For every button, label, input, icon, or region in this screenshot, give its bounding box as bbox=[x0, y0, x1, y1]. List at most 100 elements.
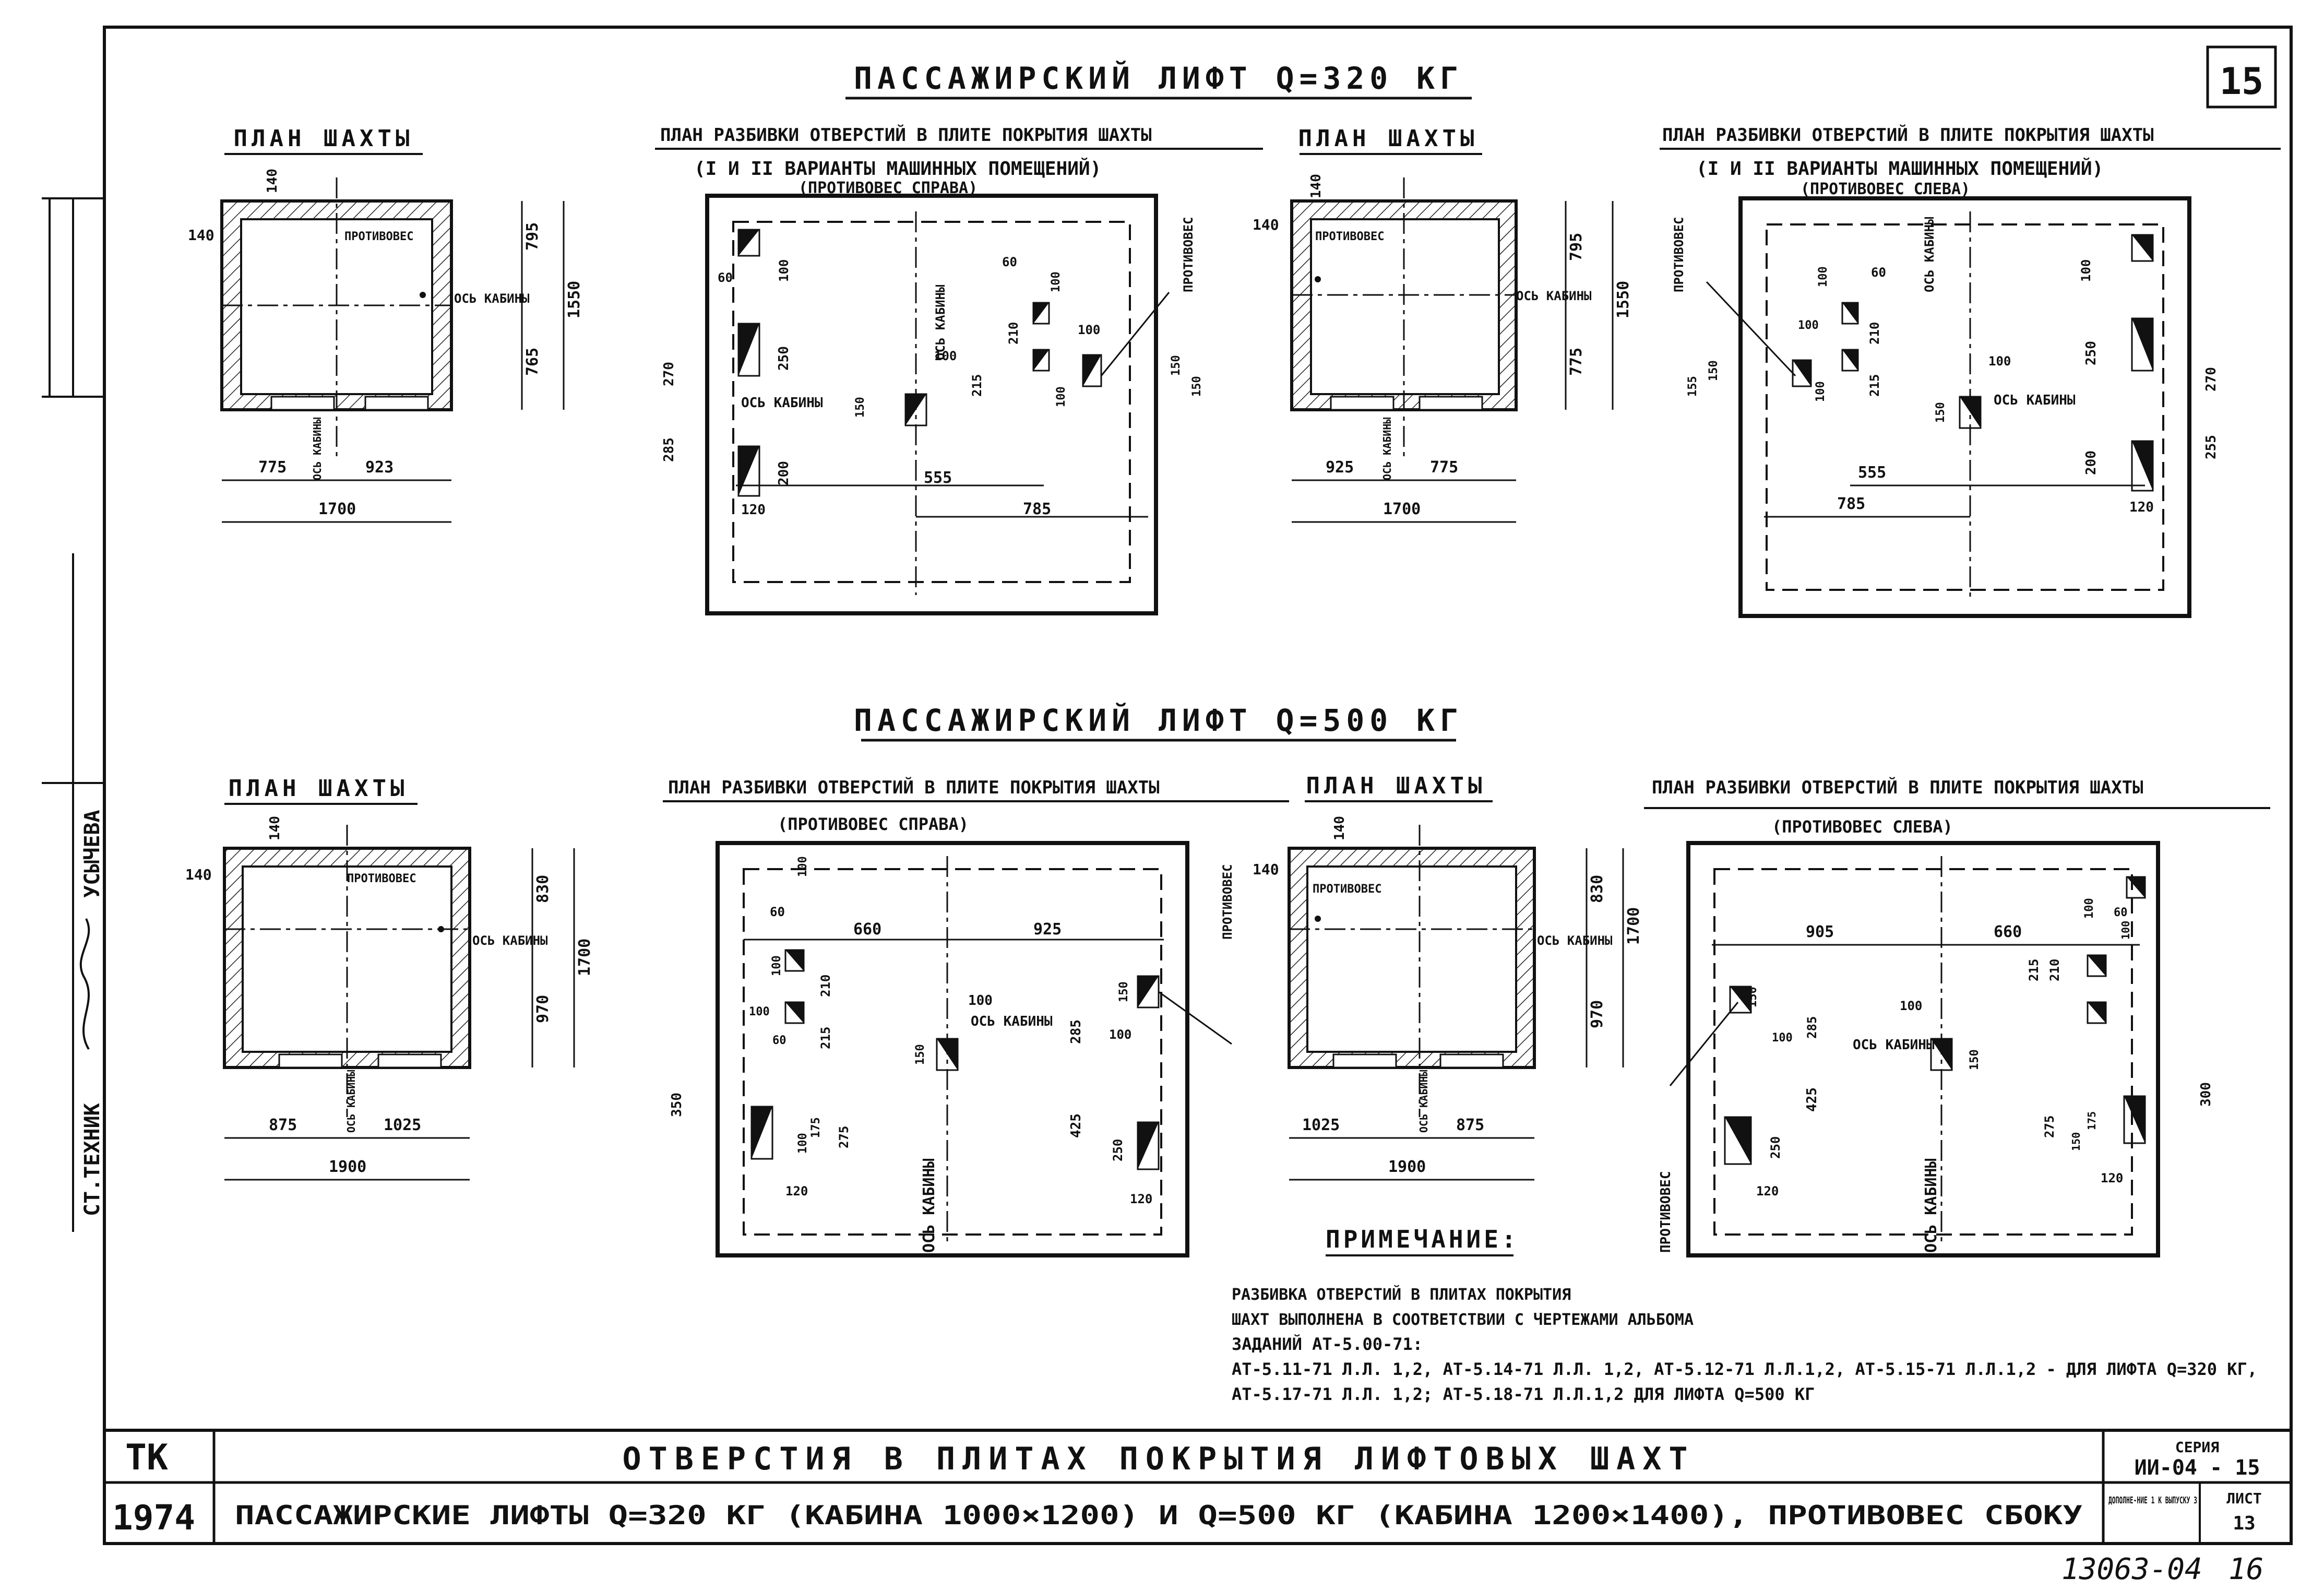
heading-320: ПАССАЖИРСКИЙ ЛИФТ Q=320 КГ bbox=[854, 60, 1463, 96]
note-line: АТ-5.11-71 Л.Л. 1,2, АТ-5.14-71 Л.Л. 1,2… bbox=[1232, 1359, 2257, 1379]
dim-label: 60 bbox=[2114, 906, 2128, 919]
cabin-axis-label: ОСЬ КАБИНЫ bbox=[971, 1014, 1053, 1029]
dim-label: 210 bbox=[1006, 322, 1021, 345]
dim-label: 275 bbox=[2042, 1116, 2057, 1138]
cabin-axis-label: ОСЬ КАБИНЫ bbox=[920, 1158, 938, 1253]
dim-label: 765 bbox=[523, 348, 542, 376]
stamp-year: 1974 bbox=[112, 1498, 195, 1538]
dim-label: 60 bbox=[770, 905, 785, 919]
shaft-plan-title: ПЛАН ШАХТЫ bbox=[234, 125, 414, 152]
dim-label: 100 bbox=[1050, 271, 1063, 292]
dim-label: 150 bbox=[1968, 1049, 1981, 1070]
dim-label: 100 bbox=[796, 856, 809, 877]
note-line: РАЗБИВКА ОТВЕРСТИЙ В ПЛИТАХ ПОКРЫТИЯ bbox=[1232, 1285, 1571, 1304]
dim-label: 100 bbox=[1109, 1027, 1131, 1042]
dim-label: 100 bbox=[2119, 921, 2132, 940]
dim-label: 425 bbox=[1804, 1087, 1820, 1112]
dim-label: 250 bbox=[2083, 341, 2099, 365]
list-value: 13 bbox=[2233, 1513, 2255, 1534]
dim-label: 140 bbox=[188, 227, 214, 244]
hole-plan-320-left bbox=[1706, 196, 2191, 618]
dim-label: 270 bbox=[2203, 367, 2219, 391]
dim-label: 215 bbox=[2027, 959, 2041, 981]
dim-label: 140 bbox=[1253, 216, 1279, 233]
hole-plan-title: ПЛАН РАЗБИВКИ ОТВЕРСТИЙ В ПЛИТЕ ПОКРЫТИЯ… bbox=[1662, 124, 2154, 146]
dim-label: 150 bbox=[1707, 360, 1720, 381]
cabin-axis-label: ОСЬ КАБИНЫ bbox=[1853, 1037, 1935, 1053]
shaft-plan-title: ПЛАН ШАХТЫ bbox=[229, 775, 409, 802]
dim-label: 140 bbox=[1308, 174, 1324, 198]
stamp-org: ТК bbox=[125, 1437, 168, 1478]
counterweight-label: ПРОТИВОВЕС bbox=[1315, 230, 1384, 243]
dim-label: 250 bbox=[776, 346, 792, 371]
dim-label: 140 bbox=[1332, 816, 1348, 840]
dim-label: 100 bbox=[1900, 999, 1922, 1013]
counterweight-label: ПРОТИВОВЕС bbox=[1220, 864, 1235, 940]
dim-label: 150 bbox=[914, 1044, 927, 1065]
dim-label: 120 bbox=[1756, 1184, 1779, 1199]
sub-title: ПАССАЖИРСКИЕ ЛИФТЫ Q=320 КГ (КАБИНА 1000… bbox=[235, 1500, 2082, 1530]
dim-label: 970 bbox=[534, 995, 552, 1023]
hole-plan-note: (ПРОТИВОВЕС СПРАВА) bbox=[778, 814, 969, 834]
margin-technician: СТ.ТЕХНИК bbox=[80, 1103, 104, 1216]
dim-label: 1550 bbox=[565, 281, 583, 318]
dim-label: 775 bbox=[1430, 458, 1458, 477]
dim-label: 905 bbox=[1806, 923, 1834, 941]
dim-label: 660 bbox=[1994, 923, 2022, 941]
dim-label: 140 bbox=[265, 169, 280, 193]
dim-label: 100 bbox=[796, 1133, 809, 1154]
dim-label: 1900 bbox=[1388, 1158, 1426, 1176]
cabin-axis-label: ОСЬ КАБИНЫ bbox=[454, 291, 530, 306]
main-title: ОТВЕРСТИЯ В ПЛИТАХ ПОКРЫТИЯ ЛИФТОВЫХ ШАХ… bbox=[622, 1441, 1695, 1477]
dim-label: 660 bbox=[853, 920, 881, 939]
hole-plan-note: (ПРОТИВОВЕС СЛЕВА) bbox=[1801, 180, 1970, 198]
dim-label: 775 bbox=[1567, 348, 1586, 376]
dim-label: 1025 bbox=[384, 1116, 421, 1134]
dim-label: 140 bbox=[267, 816, 283, 840]
series-label: СЕРИЯ bbox=[2175, 1439, 2219, 1456]
dim-label: 150 bbox=[1170, 355, 1183, 376]
dim-label: 215 bbox=[970, 374, 984, 397]
dim-label: 100 bbox=[968, 993, 993, 1008]
dim-label: 250 bbox=[1111, 1139, 1125, 1161]
dim-label: 60 bbox=[718, 270, 733, 285]
shaft-plan-320-right bbox=[220, 177, 565, 523]
dim-label: 285 bbox=[661, 437, 677, 462]
shaft-plan-500-left bbox=[1288, 825, 1624, 1181]
note-line: ШАХТ ВЫПОЛНЕНА В СООТВЕТСТВИИ С ЧЕРТЕЖАМ… bbox=[1232, 1311, 1694, 1329]
cabin-axis-label: ОСЬ КАБИНЫ bbox=[1994, 393, 2076, 408]
dim-label: 925 bbox=[1326, 458, 1354, 477]
shaft-plan-title: ПЛАН ШАХТЫ bbox=[1298, 125, 1479, 152]
dim-label: 1550 bbox=[1614, 281, 1632, 318]
hole-plan-500-right bbox=[716, 841, 1232, 1257]
margin-name: УСЫЧЕВА bbox=[80, 810, 104, 898]
dim-label: 120 bbox=[1130, 1192, 1152, 1206]
dim-label: 285 bbox=[1805, 1016, 1819, 1039]
dim-label: 795 bbox=[1567, 233, 1586, 261]
counterweight-label: ПРОТИВОВЕС bbox=[1672, 217, 1686, 293]
dim-label: 150 bbox=[854, 397, 867, 418]
hole-plan-note: (ПРОТИВОВЕС СЛЕВА) bbox=[1772, 817, 1953, 837]
cabin-axis-label: ОСЬ КАБИНЫ bbox=[933, 285, 948, 361]
dim-label: 140 bbox=[185, 866, 212, 883]
dim-label: 275 bbox=[837, 1126, 851, 1148]
dim-label: 215 bbox=[1867, 374, 1882, 397]
dim-label: 255 bbox=[2203, 435, 2219, 459]
dim-label: 210 bbox=[1867, 322, 1882, 345]
dim-label: 1700 bbox=[318, 500, 356, 518]
hole-plan-subtitle: (I И II ВАРИАНТЫ МАШИННЫХ ПОМЕЩЕНИЙ) bbox=[1696, 158, 2103, 180]
note-line: АТ-5.17-71 Л.Л. 1,2; АТ-5.18-71 Л.Л.1,2 … bbox=[1232, 1384, 1815, 1404]
dim-label: 150 bbox=[1934, 402, 1947, 423]
dim-label: 150 bbox=[1117, 981, 1130, 1002]
dim-label: 210 bbox=[2047, 959, 2062, 981]
note-heading: ПРИМЕЧАНИЕ: bbox=[1326, 1225, 1519, 1253]
dim-label: 425 bbox=[1068, 1113, 1084, 1138]
dim-label: 925 bbox=[1033, 920, 1062, 939]
dim-label: 100 bbox=[1055, 386, 1068, 407]
cabin-axis-label: ОСЬ КАБИНЫ bbox=[345, 1070, 357, 1133]
dim-label: 155 bbox=[1686, 376, 1699, 397]
archive-number: 13063-04 bbox=[2061, 1552, 2202, 1586]
dim-label: 1700 bbox=[1383, 500, 1421, 518]
dim-label: 100 bbox=[1798, 319, 1819, 332]
